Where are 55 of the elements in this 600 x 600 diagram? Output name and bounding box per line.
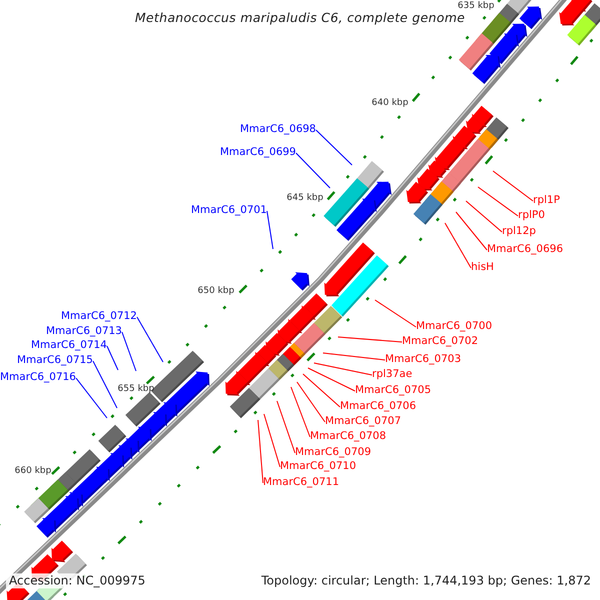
gene-label: rpl12p (502, 226, 536, 238)
gene-label: MmarC6_0705 (355, 385, 432, 397)
position-label: 660 kbp (14, 467, 52, 477)
gene-label: MmarC6_0703 (385, 354, 462, 366)
gene-label: MmarC6_0701 (190, 205, 267, 217)
leader-line (264, 414, 280, 468)
leader-line (122, 332, 136, 372)
gene-label: MmarC6_0702 (402, 336, 478, 348)
leader-line (478, 186, 518, 216)
leader-line (456, 212, 488, 250)
gene-label: MmarC6_0700 (416, 321, 492, 333)
position-label: 650 kbp (198, 287, 234, 297)
leader-line (444, 222, 472, 268)
leader-line (374, 300, 416, 328)
leader-line (92, 360, 118, 408)
leader-line (492, 170, 534, 202)
leader-line (136, 316, 164, 362)
gene-label: rplP0 (518, 210, 545, 222)
position-label: 640 kbp (372, 99, 408, 109)
gene-label: MmarC6_0708 (310, 431, 386, 443)
gene-label: rpl37ae (372, 369, 412, 381)
gene-label: MmarC6_0713 (46, 326, 122, 338)
gene-label: MmarC6_0714 (30, 340, 107, 352)
gene-label: MmarC6_0712 (60, 311, 137, 323)
leader-line (308, 368, 356, 392)
leader-line (316, 130, 352, 166)
gene-label: MmarC6_0710 (280, 461, 356, 473)
leader-line (106, 346, 118, 370)
leader-line (322, 352, 386, 360)
leader-line (290, 386, 310, 438)
gene-label: MmarC6_0709 (295, 447, 372, 459)
gene-label: MmarC6_0716 (0, 372, 76, 384)
leader-line (466, 200, 502, 232)
gene-label: hisH (471, 262, 494, 274)
gene-label: MmarC6_0698 (240, 124, 316, 136)
leader-line (302, 374, 340, 408)
gene-label: MmarC6_0711 (263, 477, 340, 489)
leader-line (338, 336, 402, 342)
leader-line (296, 382, 326, 422)
gene-label: MmarC6_0696 (487, 244, 564, 256)
map-title: Methanococcus maripaludis C6, complete genome (134, 11, 466, 25)
leader-line (296, 152, 330, 188)
gene-label: rpl1P (533, 195, 560, 207)
leader-line (76, 378, 108, 418)
leader-line (266, 210, 274, 250)
gene-label: MmarC6_0707 (325, 416, 402, 428)
position-label: 645 kbp (286, 194, 324, 204)
gene-label: MmarC6_0706 (340, 401, 416, 413)
gene-label: MmarC6_0699 (220, 147, 296, 159)
leader-line (276, 400, 296, 454)
position-label: 655 kbp (118, 385, 154, 395)
leader-line (258, 420, 264, 484)
position-label: 635 kbp (458, 2, 494, 12)
leader-line (314, 362, 372, 376)
gene-label: MmarC6_0715 (16, 355, 93, 367)
